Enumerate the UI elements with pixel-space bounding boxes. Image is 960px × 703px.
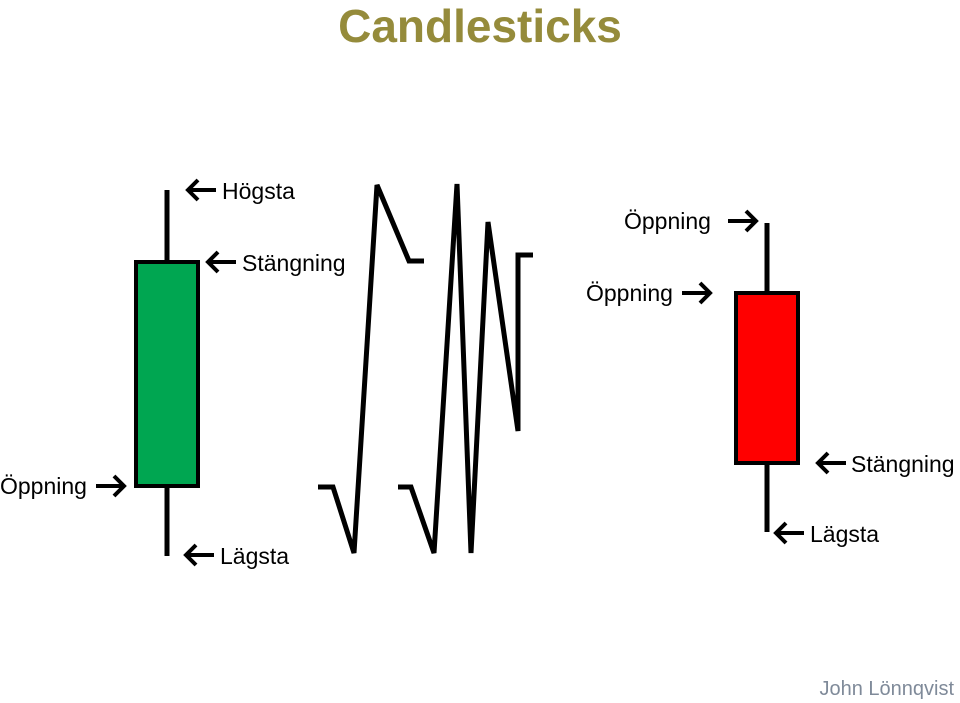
label-bullish-low: Lägsta: [220, 543, 289, 569]
page-title: Candlesticks: [338, 0, 622, 52]
arrow-left-icon: [205, 250, 236, 274]
bearish-candle: [734, 223, 800, 532]
arrow-left-icon: [183, 543, 214, 567]
arrow-left-icon: [185, 178, 216, 202]
label-bearish-low: Lägsta: [810, 521, 879, 547]
arrow-right-icon: [682, 281, 713, 305]
label-bearish-close: Stängning: [851, 451, 955, 477]
bullish-body: [134, 260, 200, 488]
label-bullish-high: Högsta: [222, 178, 295, 204]
zigzag-break-icon: [318, 183, 533, 554]
arrow-left-icon: [815, 451, 846, 475]
label-bullish-open: Öppning: [0, 473, 87, 499]
arrow-left-icon: [773, 521, 804, 545]
bearish-body: [734, 291, 800, 465]
label-bearish-open: Öppning: [586, 280, 673, 306]
zigzag-line-1: [318, 184, 424, 554]
arrow-right-icon: [96, 474, 127, 498]
label-bearish-high-open: Öppning: [624, 208, 711, 234]
arrow-right-icon: [728, 209, 759, 233]
bullish-candle: [134, 190, 200, 556]
author-credit: John Lönnqvist: [819, 678, 954, 700]
zigzag-line-2: [398, 183, 533, 554]
label-bullish-close: Stängning: [242, 250, 346, 276]
